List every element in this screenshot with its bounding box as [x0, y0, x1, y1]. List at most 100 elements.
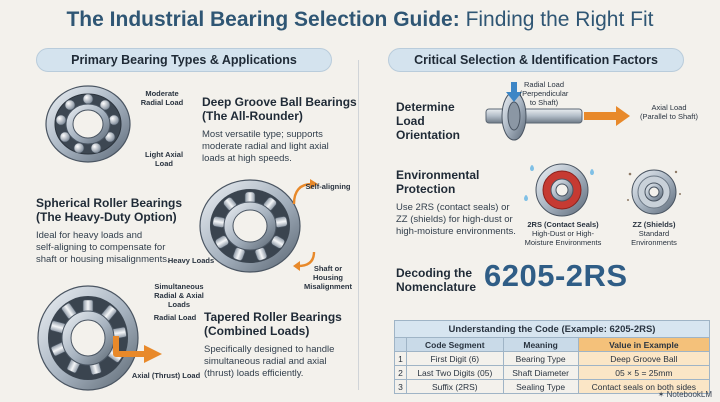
- label-line: (Parallel to Shaft): [640, 112, 698, 121]
- header-value: Value in Example: [577, 337, 711, 352]
- tapered-desc: Specifically designed to handle simultan…: [204, 344, 356, 380]
- nomenclature-text: Decoding the Nomenclature: [396, 266, 486, 294]
- desc-line: shaft or housing misalignments.: [36, 254, 170, 265]
- label-line: Radial Load: [140, 98, 184, 107]
- label-line: 2RS (Contact Seals): [527, 220, 599, 229]
- label-2rs: 2RS (Contact Seals) High-Dust or High- M…: [524, 220, 602, 247]
- label-line: Light Axial: [144, 150, 184, 159]
- table-cell: First Digit (6): [406, 351, 504, 366]
- table-cell: Bearing Type: [502, 351, 579, 366]
- label-light-axial: Light Axial Load: [138, 150, 190, 168]
- label-axial-thrust-load: Axial (Thrust) Load: [131, 371, 201, 380]
- curved-arrow-icon: [293, 251, 316, 271]
- nomenclature-heading-1: Decoding the: [396, 266, 473, 280]
- desc-line: ZZ (shields) for high-dust or: [396, 214, 513, 225]
- label-line: Moderate: [145, 89, 179, 98]
- spherical-heading-1: Spherical Roller Bearings: [36, 196, 183, 210]
- label-line: Shaft or Housing: [313, 264, 343, 282]
- label-self-aligning: Self-aligning: [305, 182, 351, 191]
- right-section-pill: Critical Selection & Identification Fact…: [388, 48, 684, 72]
- desc-line: self-aligning to compensate for: [36, 242, 166, 253]
- label-line: Standard: [638, 229, 670, 238]
- deep-groove-heading-2: (The All-Rounder): [202, 109, 303, 123]
- brand-logo-icon: ✶: [657, 390, 665, 399]
- load-orientation-heading-2: Orientation: [396, 128, 461, 142]
- spherical-desc: Ideal for heavy loads and self-aligning …: [36, 230, 206, 266]
- desc-line: Use 2RS (contact seals) or: [396, 202, 510, 213]
- code-table-header-row: Code Segment Meaning Value in Example: [394, 337, 711, 352]
- brand-name: NotebookLM: [666, 390, 712, 399]
- tapered-heading-1: Tapered Roller Bearings: [204, 310, 342, 324]
- header-code-segment: Code Segment: [406, 337, 504, 352]
- table-row: 2 Last Two Digits (05) Shaft Diameter 05…: [394, 365, 711, 380]
- table-cell: Last Two Digits (05): [406, 365, 504, 380]
- 2rs-sealed-bearing-illustration: [524, 163, 594, 217]
- table-cell: Sealing Type: [502, 379, 579, 394]
- tapered-heading-2: (Combined Loads): [204, 324, 310, 338]
- label-line: Simultaneous: [154, 282, 204, 291]
- header-meaning: Meaning: [502, 337, 579, 352]
- spherical-text: Spherical Roller Bearings (The Heavy-Dut…: [36, 196, 206, 266]
- desc-line: high-moisture environments.: [396, 226, 516, 237]
- table-cell: 2: [394, 365, 407, 380]
- nomenclature-heading-2: Nomenclature: [396, 280, 477, 294]
- label-line: (Perpendicular: [519, 89, 569, 98]
- table-cell: 3: [394, 379, 407, 394]
- load-orientation-diagram: [485, 82, 630, 141]
- deep-groove-text: Deep Groove Ball Bearings (The All-Round…: [202, 95, 358, 165]
- code-table-caption: Understanding the Code (Example: 6205-2R…: [394, 320, 710, 338]
- desc-line: Ideal for heavy loads and: [36, 230, 143, 241]
- table-cell: Deep Groove Ball: [577, 351, 711, 366]
- desc-line: moderate radial and light axial: [202, 141, 329, 152]
- label-line: Moisture Environments: [524, 238, 602, 247]
- label-line: Environments: [631, 238, 677, 247]
- label-line: Axial Load: [651, 103, 687, 112]
- label-simultaneous-loads: Simultaneous Radial & Axial Loads: [150, 282, 208, 309]
- tapered-roller-bearing-illustration: [37, 285, 162, 391]
- spherical-heading-2: (The Heavy-Duty Option): [36, 210, 177, 224]
- label-radial-load-perpendicular: Radial Load (Perpendicular to Shaft): [514, 80, 574, 107]
- desc-line: (thrust) loads efficiently.: [204, 368, 304, 379]
- table-row: 1 First Digit (6) Bearing Type Deep Groo…: [394, 351, 711, 366]
- load-orientation-text: Determine Load Orientation: [396, 100, 486, 142]
- table-cell: Shaft Diameter: [502, 365, 579, 380]
- header-index: [394, 337, 407, 352]
- label-radial-load: Radial Load: [153, 313, 197, 322]
- label-line: Radial Load: [523, 80, 565, 89]
- deep-groove-bearing-illustration: [45, 85, 131, 163]
- table-cell: Contact seals on both sides: [577, 379, 711, 394]
- label-zz: ZZ (Shields) Standard Environments: [626, 220, 682, 247]
- label-heavy-loads: Heavy Loads: [167, 256, 215, 265]
- label-line: Loads: [167, 300, 191, 309]
- label-line: High-Dust or High-: [531, 229, 595, 238]
- desc-line: loads at high speeds.: [202, 153, 292, 164]
- page-title: The Industrial Bearing Selection Guide: …: [0, 8, 720, 32]
- column-divider: [358, 60, 359, 390]
- label-line: Radial & Axial: [154, 291, 204, 300]
- code-table: Understanding the Code (Example: 6205-2R…: [394, 320, 711, 394]
- desc-line: Specifically designed to handle: [204, 344, 335, 355]
- deep-groove-heading-1: Deep Groove Ball Bearings: [202, 95, 357, 109]
- label-line: Misalignment: [304, 282, 352, 291]
- left-section-pill: Primary Bearing Types & Applications: [36, 48, 332, 72]
- tapered-text: Tapered Roller Bearings (Combined Loads)…: [204, 310, 356, 380]
- example-code: 6205-2RS: [484, 258, 628, 293]
- table-cell: 05 × 5 = 25mm: [577, 365, 711, 380]
- label-moderate-radial: Moderate Radial Load: [132, 89, 192, 107]
- label-line: Load: [155, 159, 173, 168]
- title-main: The Industrial Bearing Selection Guide:: [66, 8, 460, 31]
- label-line: ZZ (Shields): [632, 220, 676, 229]
- table-row: 3 Suffix (2RS) Sealing Type Contact seal…: [394, 379, 711, 394]
- deep-groove-desc: Most versatile type; supports moderate r…: [202, 129, 358, 165]
- environment-heading-2: Protection: [396, 182, 456, 196]
- label-axial-load-parallel: Axial Load (Parallel to Shaft): [630, 103, 708, 121]
- table-cell: 1: [394, 351, 407, 366]
- label-shaft-misalignment: Shaft or Housing Misalignment: [298, 264, 358, 291]
- zz-shielded-bearing-illustration: [627, 169, 681, 215]
- curved-arrow-icon: [292, 179, 318, 205]
- brand-footer: ✶ NotebookLM: [658, 390, 712, 399]
- desc-line: simultaneous radial and axial: [204, 356, 327, 367]
- title-rest: Finding the Right Fit: [465, 8, 654, 31]
- environment-text: Environmental Protection Use 2RS (contac…: [396, 168, 522, 238]
- load-orientation-heading-1: Determine Load: [396, 100, 455, 128]
